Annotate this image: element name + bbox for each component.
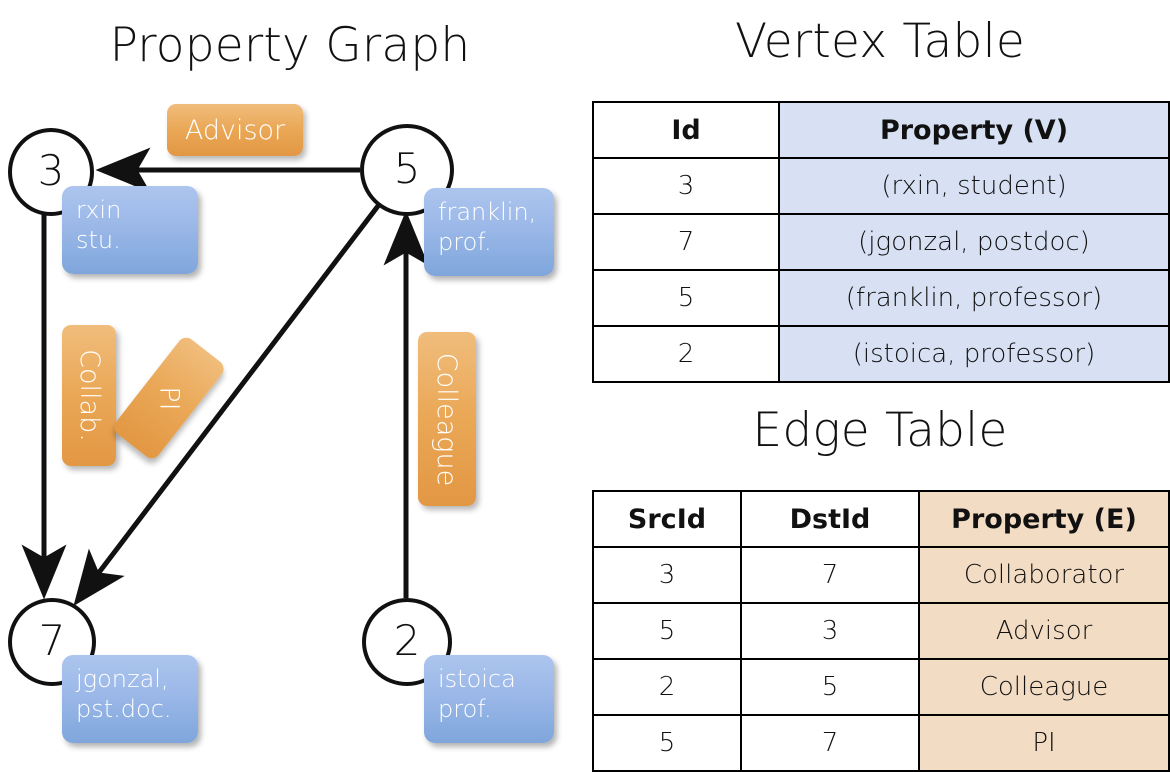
node-property-3-line1: rxin xyxy=(76,196,122,224)
edge-table-cell-property: Collaborator xyxy=(918,546,1170,604)
property-graph-diagram: 3 5 7 2 rxin stu. franklin, prof. jgonza… xyxy=(0,0,586,760)
edge-label-pi-text: PI xyxy=(153,385,185,411)
table-row: 5 (franklin, professor) xyxy=(592,269,1170,327)
edge-table-cell-property: Colleague xyxy=(918,658,1170,716)
edge-table: SrcId DstId Property (E) 3 7 Collaborato… xyxy=(592,490,1170,772)
node-property-box-5: franklin, prof. xyxy=(424,188,554,276)
edge-table-header-property: Property (E) xyxy=(918,490,1170,548)
graph-node-7-label: 7 xyxy=(38,616,66,665)
edge-table-cell-srcid: 5 xyxy=(592,602,742,660)
edge-label-collab: Collab. xyxy=(62,325,116,466)
node-property-2-line1: istoica xyxy=(438,665,516,693)
vertex-table-cell-property: (jgonzal, postdoc) xyxy=(778,213,1170,271)
edge-table-header-srcid: SrcId xyxy=(592,490,742,548)
graph-node-5-label: 5 xyxy=(393,144,421,193)
table-row: 3 (rxin, student) xyxy=(592,157,1170,215)
node-property-2-line2: prof. xyxy=(438,695,492,724)
node-property-5-line1: franklin, xyxy=(438,198,537,226)
edge-arrow-pi xyxy=(73,200,383,606)
table-row: 5 3 Advisor xyxy=(592,602,1170,660)
table-row: 7 (jgonzal, postdoc) xyxy=(592,213,1170,271)
edge-label-colleague: Colleague xyxy=(418,332,476,506)
node-property-7-line1: jgonzal, xyxy=(76,665,169,693)
page-title-vertex-table: Vertex Table xyxy=(735,14,1025,69)
vertex-table: Id Property (V) 3 (rxin, student) 7 (jgo… xyxy=(592,101,1170,383)
edge-label-advisor: Advisor xyxy=(167,104,303,156)
edge-label-collab-text: Collab. xyxy=(73,349,105,442)
vertex-table-header-property: Property (V) xyxy=(778,101,1170,159)
edge-table-cell-dstid: 7 xyxy=(740,546,920,604)
vertex-table-cell-property: (franklin, professor) xyxy=(778,269,1170,327)
vertex-table-cell-id: 3 xyxy=(592,157,780,215)
node-property-5-line2: prof. xyxy=(438,228,492,257)
edge-table-cell-srcid: 3 xyxy=(592,546,742,604)
page-title-edge-table: Edge Table xyxy=(752,403,1008,458)
table-row: 2 (istoica, professor) xyxy=(592,325,1170,383)
edge-label-advisor-text: Advisor xyxy=(184,114,286,146)
node-property-box-7: jgonzal, pst.doc. xyxy=(62,655,198,743)
node-property-box-3: rxin stu. xyxy=(62,186,198,274)
node-property-3-line2: stu. xyxy=(76,226,121,255)
page-title-property-graph: Property Graph xyxy=(109,18,471,73)
graph-node-2-label: 2 xyxy=(393,616,421,665)
edge-table-cell-dstid: 7 xyxy=(740,714,920,772)
vertex-table-cell-id: 2 xyxy=(592,325,780,383)
vertex-table-cell-property: (rxin, student) xyxy=(778,157,1170,215)
graph-edge-arrows xyxy=(21,147,429,606)
table-row: 2 5 Colleague xyxy=(592,658,1170,716)
edge-table-cell-srcid: 2 xyxy=(592,658,742,716)
vertex-table-header-row: Id Property (V) xyxy=(592,101,1170,159)
table-row: 3 7 Collaborator xyxy=(592,546,1170,604)
graph-node-3-label: 3 xyxy=(37,146,65,195)
edge-table-header-dstid: DstId xyxy=(740,490,920,548)
edge-table-cell-property: PI xyxy=(918,714,1170,772)
node-property-7-line2: pst.doc. xyxy=(76,695,172,724)
node-property-box-2: istoica prof. xyxy=(424,655,554,743)
vertex-table-cell-id: 5 xyxy=(592,269,780,327)
vertex-table-header-id: Id xyxy=(592,101,780,159)
edge-table-cell-property: Advisor xyxy=(918,602,1170,660)
edge-table-cell-dstid: 3 xyxy=(740,602,920,660)
vertex-table-cell-property: (istoica, professor) xyxy=(778,325,1170,383)
table-row: 5 7 PI xyxy=(592,714,1170,772)
edge-table-cell-srcid: 5 xyxy=(592,714,742,772)
vertex-table-cell-id: 7 xyxy=(592,213,780,271)
edge-label-colleague-text: Colleague xyxy=(431,352,463,486)
graph-node-2[interactable]: 2 xyxy=(362,598,452,686)
edge-table-cell-dstid: 5 xyxy=(740,658,920,716)
edge-table-header-row: SrcId DstId Property (E) xyxy=(592,490,1170,548)
